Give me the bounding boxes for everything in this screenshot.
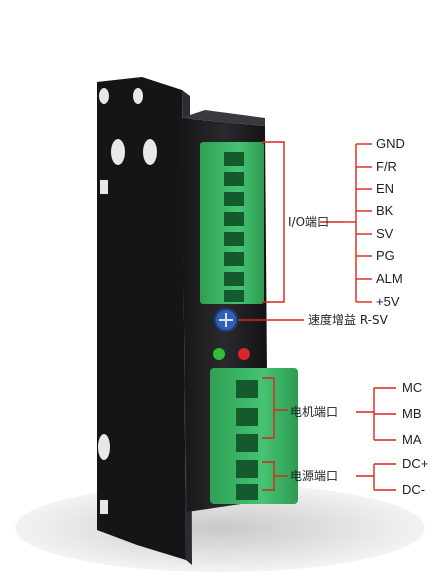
pot-slot: [219, 313, 233, 327]
io-pin-label: SV: [376, 226, 394, 241]
io-pin-label: F/R: [376, 159, 397, 174]
mounting-hole: [98, 434, 110, 460]
power-pin-label: DC+: [402, 456, 429, 471]
io-pin-label: EN: [376, 181, 395, 196]
mounting-slot: [100, 180, 108, 194]
io-pin-label: BK: [376, 203, 394, 218]
motor-pin-label: MC: [402, 380, 423, 395]
leader-lines: [238, 141, 396, 491]
mounting-plate: [97, 77, 186, 560]
power-port-label: 电源端口: [290, 469, 339, 483]
io-pin-label: PG: [376, 248, 395, 263]
io-port-label: I/O端口: [288, 215, 330, 229]
power-terminal-screws: [236, 380, 258, 500]
mounting-hole: [111, 139, 125, 165]
mounting-hole: [143, 139, 157, 165]
speed-gain-label: 速度增益 R-SV: [308, 313, 388, 327]
mounting-slot: [100, 500, 108, 514]
mounting-hole: [133, 88, 143, 104]
motor-port-label: 电机端口: [290, 405, 339, 419]
mounting-hole: [99, 88, 109, 104]
io-pin-label: +5V: [376, 294, 400, 309]
io-terminal-screws: [224, 152, 244, 302]
housing-top: [181, 110, 265, 126]
power-pin-label: DC-: [402, 482, 426, 497]
status-led-red: [238, 348, 250, 360]
status-led-green: [213, 348, 225, 360]
io-pin-label: GND: [376, 136, 405, 151]
motor-pin-label: MB: [402, 406, 422, 421]
motor-pin-label: MA: [402, 432, 422, 447]
io-pin-label: ALM: [376, 271, 403, 286]
